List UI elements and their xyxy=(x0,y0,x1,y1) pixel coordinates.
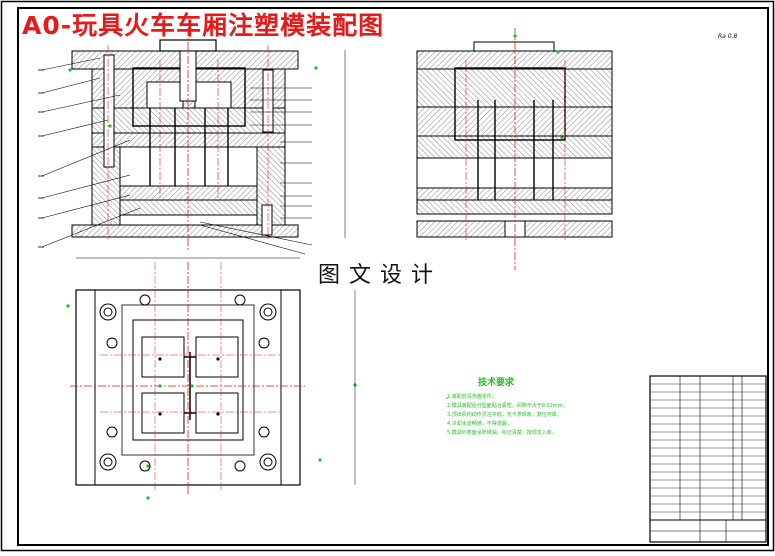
tech-requirement-item: 3.顶出机构动作灵活平稳，无卡滞现象，复位可靠； xyxy=(447,412,562,418)
plan-view xyxy=(66,257,357,500)
tech-requirement-item: 2.模具装配后分型面贴合紧密，间隙不大于0.02mm； xyxy=(447,403,568,409)
tech-requirement-item: 5.模具外表面涂防锈油，标记清楚，按规定入库。 xyxy=(447,430,557,436)
watermark-text: 图文设计 xyxy=(318,263,443,288)
side-section-view xyxy=(416,28,613,270)
tech-requirements-title: 技术要求 xyxy=(478,378,515,388)
surface-roughness-mark: Ra 0.8 xyxy=(718,33,738,40)
front-section-view xyxy=(41,28,346,255)
tech-requirement-item: 4.冷却水道畅通，不得渗漏； xyxy=(447,421,512,427)
drawing-title: A0-玩具火车车厢注塑模装配图 xyxy=(22,11,385,40)
tech-notes-marks xyxy=(446,397,448,399)
tech-requirement-item: 1.装配前清洗各零件； xyxy=(447,394,497,400)
title-block-rows xyxy=(38,69,766,513)
title-block xyxy=(649,375,767,543)
tech-requirements-list: 1.装配前清洗各零件； 2.模具装配后分型面贴合紧密，间隙不大于0.02mm； … xyxy=(447,393,647,438)
inner-border xyxy=(17,7,769,546)
